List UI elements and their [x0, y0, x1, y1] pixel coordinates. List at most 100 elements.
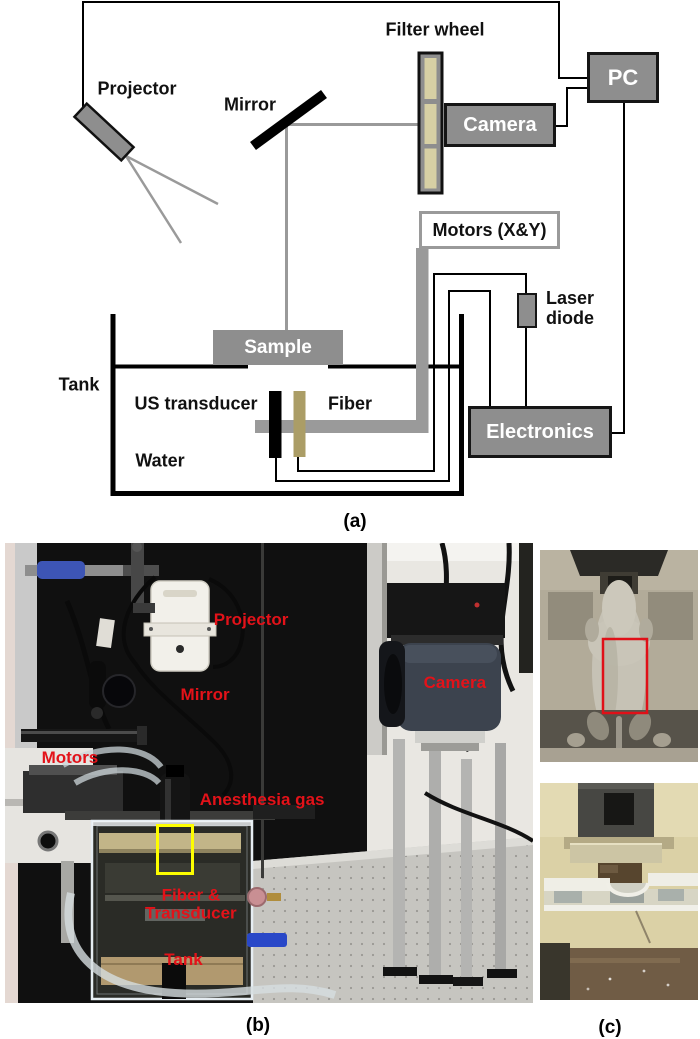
photo-detail: [397, 643, 501, 731]
photo-detail: [99, 833, 241, 849]
electronics-label: Electronics: [486, 420, 594, 443]
photo-detail: [23, 771, 123, 813]
us-transducer-bar: [269, 391, 282, 458]
photo-detail: [544, 878, 610, 891]
photo-detail: [415, 731, 485, 743]
photo-detail: [487, 969, 517, 978]
photo-detail: [602, 627, 618, 723]
pc-box: PC: [587, 52, 659, 103]
mirror-photo: [21, 661, 147, 745]
photo-b-tank-label: Tank: [164, 949, 203, 969]
wire-fiber-laser: [297, 273, 527, 472]
photo-detail: [207, 627, 211, 631]
photo-detail: [166, 765, 184, 777]
photo-b-scene: [5, 543, 533, 1003]
clear-tube: [64, 892, 337, 999]
photo-detail: [145, 909, 205, 921]
tank-label: Tank: [58, 374, 100, 395]
tape-strip: [570, 843, 662, 863]
sample-box: Sample: [213, 330, 343, 365]
camera-box: Camera: [444, 103, 556, 147]
photo-detail: [61, 746, 164, 769]
photo-b-motors-label: Motors: [41, 748, 99, 768]
photo-detail: [21, 731, 143, 734]
photo-detail: [391, 635, 503, 645]
fiber-bar: [293, 391, 306, 457]
photo-detail: [453, 977, 483, 986]
photo-detail: [149, 627, 153, 631]
photo-detail: [21, 729, 143, 742]
photo-b-anesthesia-label: Anesthesia gas: [199, 789, 325, 809]
photo-detail: [247, 887, 267, 907]
wire-camera-pc: [556, 87, 587, 127]
photo-detail: [53, 943, 83, 953]
highlight-rectangle: [156, 824, 195, 876]
photo-detail: [608, 977, 612, 981]
photo-detail: [393, 739, 405, 971]
roi-rectangle: [601, 637, 649, 715]
caption-b: (b): [245, 1015, 271, 1036]
photo-detail: [654, 783, 698, 837]
photo-detail: [567, 733, 585, 747]
photo-detail: [253, 805, 315, 819]
water-label: Water: [135, 450, 185, 471]
photo-detail: [578, 783, 654, 789]
mouse-body: [585, 580, 653, 745]
laser-diode-label: Laser diode: [546, 288, 594, 329]
photo-detail: [105, 895, 245, 901]
photo-c-top: [540, 550, 698, 762]
electronics-box: Electronics: [468, 406, 612, 458]
photo-detail: [554, 891, 582, 903]
beam-projector: [124, 154, 219, 244]
photo-detail: [73, 767, 162, 786]
projector-label: Projector: [97, 78, 177, 99]
photo-b-fiber-transducer-label: Fiber & Transducer: [145, 885, 237, 924]
photo-detail: [474, 602, 480, 608]
schematic-diagram: [72, 1, 625, 496]
photo-detail: [604, 793, 634, 825]
tank-photo: [90, 819, 254, 1001]
photo-detail: [121, 575, 157, 665]
photo-detail: [429, 751, 441, 979]
photo-detail: [133, 661, 234, 797]
fiber-label: Fiber: [327, 393, 373, 414]
laser-diode-box: [517, 293, 537, 328]
photo-detail: [602, 580, 636, 636]
photo-detail: [176, 645, 184, 653]
filter-segment-1: [424, 58, 437, 99]
photo-detail: [37, 830, 59, 852]
projector-shape: [72, 101, 136, 163]
laser-label-line1: Laser: [546, 288, 595, 308]
fiber-transducer-line2: Transducer: [145, 904, 237, 924]
photo-c-bottom: [540, 783, 698, 1000]
photo-detail: [540, 943, 570, 1000]
acrylic-bar: [544, 873, 698, 911]
photo-detail: [89, 661, 106, 709]
photo-detail: [91, 707, 103, 719]
photo-detail: [540, 748, 698, 762]
photo-detail: [423, 791, 533, 843]
fiber-transducer-line1: Fiber &: [161, 885, 221, 905]
laser-label-line2: diode: [546, 308, 594, 329]
photo-detail: [586, 711, 610, 741]
photo-detail: [570, 958, 680, 963]
photo-detail: [653, 733, 671, 747]
photo-detail: [261, 543, 264, 878]
photo-b-mirror-label: Mirror: [180, 684, 230, 704]
caption-c: (c): [598, 1017, 622, 1038]
photo-detail: [37, 561, 85, 579]
photo-detail: [384, 654, 402, 714]
motor-arm-vertical: [416, 248, 429, 433]
projector-photo: [133, 580, 217, 672]
filter-segment-3: [424, 148, 437, 189]
photo-detail: [658, 889, 684, 901]
photo-detail: [401, 645, 497, 663]
photo-detail: [29, 765, 117, 775]
photo-b-projector-label: Projector: [213, 609, 289, 629]
camera-photo: [379, 583, 505, 751]
photo-detail: [367, 543, 533, 561]
photo-detail: [132, 543, 142, 552]
photo-detail: [635, 910, 651, 944]
photo-detail: [419, 975, 453, 984]
